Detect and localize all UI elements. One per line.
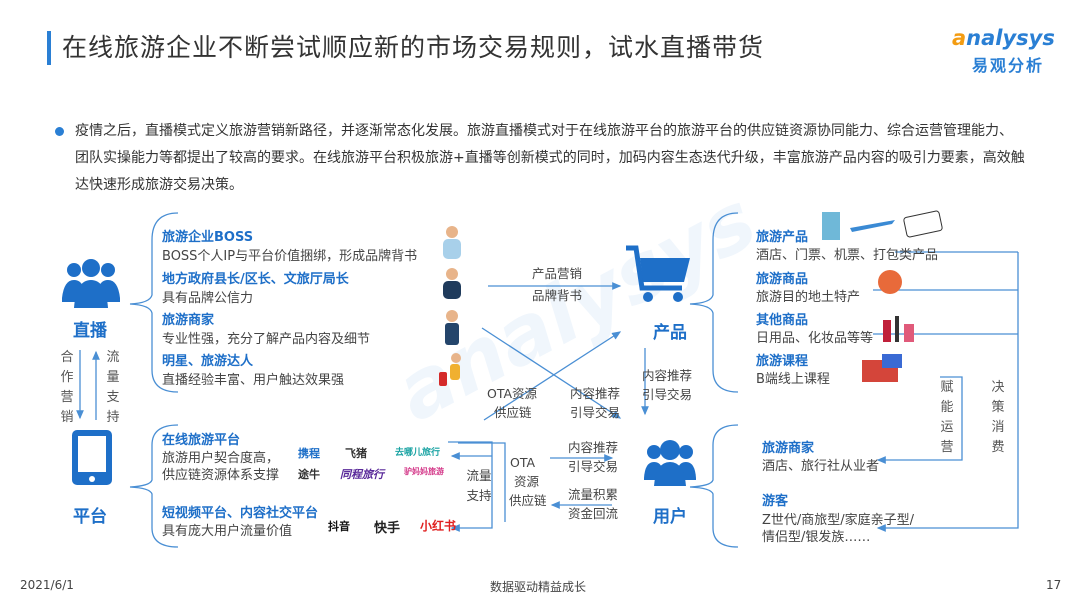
flow-label: 内容推荐	[570, 386, 621, 401]
xiaohongshu-logo: 小红书	[420, 519, 457, 533]
product-item-title: 旅游商品	[756, 272, 809, 287]
fliggy-logo: 飞猪	[345, 447, 367, 460]
platform-item-title: 短视频平台、内容社交平台	[162, 506, 319, 521]
platform-item-desc: 具有庞大用户流量价值	[162, 524, 293, 539]
ctrip-logo: 携程	[298, 447, 320, 460]
live-item-desc: 专业性强，充分了解产品内容及细节	[162, 332, 371, 347]
flow-label: 引导交易	[568, 459, 619, 474]
flow-label: 产品营销	[532, 266, 583, 281]
product-item-desc: 旅游目的地土特产	[756, 290, 861, 305]
product-label: 产品	[653, 323, 687, 343]
traffic-support-text: 流量支持	[466, 468, 492, 503]
live-label: 直播	[73, 321, 107, 341]
user-label: 用户	[653, 507, 687, 527]
user-item-desc: 酒店、旅行社从业者	[762, 459, 880, 474]
flow-label: 引导交易	[570, 405, 621, 420]
tongcheng-logo: 同程旅行	[340, 468, 384, 481]
hotel-icon	[822, 212, 840, 240]
tablet-icon	[72, 430, 112, 485]
flow-label: 内容推荐	[568, 440, 619, 455]
traffic-support-label: 流量支持	[106, 350, 120, 425]
user-item-title: 旅游商家	[762, 441, 815, 456]
product-item-title: 旅游课程	[756, 354, 809, 369]
users-icon	[644, 440, 696, 486]
live-item-desc: 直播经验丰富、用户触达效果强	[162, 373, 345, 388]
page-number: 17	[1046, 578, 1062, 592]
lvmama-logo: 驴妈妈旅游	[404, 467, 444, 476]
ota-text: 供应链	[509, 493, 547, 508]
live-item-title: 旅游企业BOSS	[162, 230, 254, 245]
live-item-title: 地方政府县长/区长、文旅厅局长	[162, 272, 349, 287]
flow-label: OTA资源	[487, 386, 538, 401]
flow-label: 流量积累	[568, 487, 619, 502]
logo: analysys	[952, 26, 1055, 50]
footer-slogan: 数据驱动精益成长	[490, 580, 587, 594]
ticket-icon	[903, 210, 943, 238]
live-item-title: 旅游商家	[162, 313, 215, 328]
cosmetics-icon	[883, 320, 891, 342]
flow-label: 品牌背书	[532, 288, 583, 303]
product-item-desc: 酒店、门票、机票、打包类产品	[756, 248, 939, 263]
shopping-cart-icon	[626, 245, 690, 302]
person-icons	[439, 226, 461, 386]
plane-icon	[850, 220, 895, 232]
user-item-desc: 情侣型/银发族……	[762, 530, 871, 545]
bullet-icon	[55, 127, 64, 136]
ota-text: OTA	[510, 455, 536, 470]
specialty-basket-icon	[878, 270, 902, 294]
product-item-title: 旅游产品	[756, 230, 809, 245]
flow-label: 内容推荐	[642, 368, 693, 383]
empower-label: 赋能运营	[940, 380, 954, 455]
product-item-desc: 日用品、化妆品等等	[756, 331, 874, 346]
platform-item-title: 在线旅游平台	[162, 433, 241, 448]
douyin-logo: 抖音	[328, 520, 350, 533]
product-icons	[822, 210, 943, 382]
logo-cn: 易观分析	[972, 56, 1045, 75]
product-item-desc: B端线上课程	[756, 372, 830, 387]
product-item-title: 其他商品	[756, 313, 809, 328]
page-title: 在线旅游企业不断尝试顺应新的市场交易规则，试水直播带货	[62, 33, 765, 62]
flow-label: 资金回流	[568, 506, 619, 521]
ota-text: 资源	[514, 474, 540, 489]
kuaishou-logo: 快手	[374, 521, 401, 536]
coop-marketing-label: 合作营销	[60, 350, 74, 425]
live-item-title: 明星、旅游达人	[162, 354, 254, 369]
tuniu-logo: 途牛	[298, 468, 320, 481]
live-item-desc: 具有品牌公信力	[162, 291, 254, 306]
flow-label: 供应链	[494, 405, 532, 420]
decision-label: 决策消费	[991, 380, 1005, 455]
live-item-desc: BOSS个人IP与平台价值捆绑，形成品牌背书	[162, 249, 418, 264]
platform-item-desc: 供应链资源体系支撑	[162, 468, 280, 483]
platform-label: 平台	[73, 507, 107, 527]
live-people-icon	[62, 259, 120, 308]
title-accent-bar	[47, 31, 51, 65]
platform-item-desc: 旅游用户契合度高，	[162, 451, 280, 466]
user-item-title: 游客	[762, 494, 789, 509]
footer-date: 2021/6/1	[20, 578, 74, 592]
flow-label: 引导交易	[642, 387, 693, 402]
qunar-logo: 去哪儿旅行	[395, 448, 441, 458]
intro-paragraph: 疫情之后，直播模式定义旅游营销新路径，并逐渐常态化发展。旅游直播模式对于在线旅游…	[75, 123, 1025, 193]
user-item-desc: Z世代/商旅型/家庭亲子型/	[762, 513, 915, 528]
